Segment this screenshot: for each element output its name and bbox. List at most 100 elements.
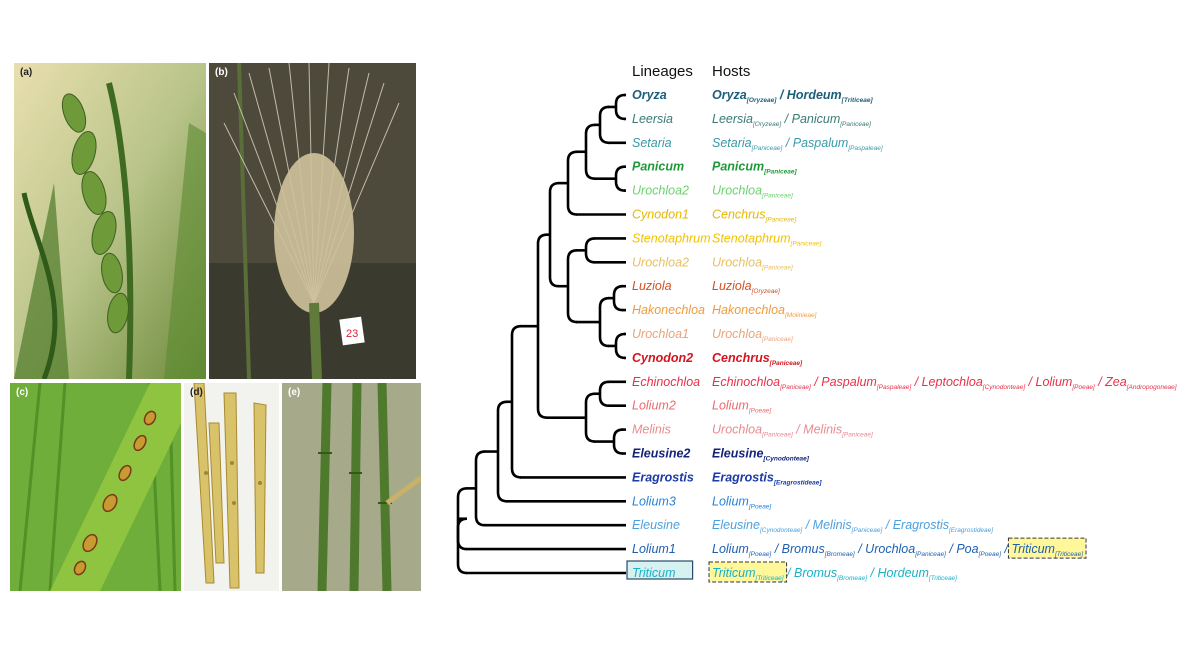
host-separator: /	[911, 375, 921, 389]
host-tribe: [Paniceae]	[765, 217, 797, 224]
host-list: Panicum[Paniceae]	[712, 160, 797, 176]
tree-node-bracket	[566, 249, 578, 324]
host-genus: Luziola	[712, 279, 752, 293]
host-genus: Triticum	[712, 566, 756, 580]
lineage-label: Eragrostis	[632, 470, 694, 484]
tree-row: Setaria Setaria[Paniceae] / Paspalum[Pasp…	[632, 136, 883, 152]
host-separator: /	[1001, 542, 1011, 556]
host-list: Oryza[Oryzeae] / Hordeum[Triticeae]	[712, 88, 873, 104]
tree-node-bracket	[614, 332, 626, 360]
host-tribe: [Cynodonteae]	[762, 456, 809, 463]
host-tribe: [Cynodonteae]	[982, 384, 1025, 391]
photo-panel-a: (a)	[14, 63, 206, 379]
host-genus: Bromus	[794, 566, 837, 580]
tree-node-bracket	[566, 150, 578, 216]
host-highlight-box	[1007, 537, 1087, 559]
lineage-label: Urochloa2	[632, 184, 689, 198]
host-genus: Melinis	[803, 423, 842, 437]
tree-node-bracket	[612, 428, 624, 455]
lineage-label: Setaria	[632, 136, 672, 150]
tree-node-bracket	[584, 237, 596, 264]
host-separator: /	[946, 542, 956, 556]
host-tribe: [Poeae]	[1071, 384, 1095, 391]
tree-node-bracket	[474, 450, 486, 527]
tree-node-bracket	[614, 165, 626, 192]
lineage-label: Leersia	[632, 112, 673, 126]
panel-label-c: (c)	[16, 387, 29, 398]
panel-label-e: (e)	[288, 387, 301, 398]
host-tribe: [Paniceae]	[779, 384, 811, 391]
lineage-label: Stenotaphrum	[632, 231, 711, 245]
host-list: Setaria[Paniceae] / Paspalum[Paspaleae]	[712, 136, 883, 152]
host-genus: Urochloa	[712, 255, 762, 269]
lineage-label: Cynodon1	[632, 208, 689, 222]
photo-panel-c: (c)	[10, 383, 181, 591]
host-tribe: [Poeae]	[748, 408, 772, 415]
host-separator: /	[811, 375, 821, 389]
host-tribe: [Paniceae]	[769, 360, 803, 367]
tree-node-bracket	[584, 123, 596, 180]
tree-branches	[456, 93, 626, 575]
sample-tag-text: 23	[346, 328, 358, 340]
host-tribe: [Paniceae]	[914, 551, 946, 558]
tree-node-bracket	[598, 380, 610, 407]
host-genus: Urochloa	[865, 542, 915, 556]
photo-panel-d: (d)	[184, 383, 279, 591]
host-genus: Urochloa	[712, 423, 762, 437]
host-list: Luziola[Oryzeae]	[712, 279, 780, 295]
host-separator: /	[784, 566, 794, 580]
host-separator: /	[781, 112, 791, 126]
host-genus: Lolium	[712, 399, 749, 413]
tree-row: Leersia Leersia[Oryzeae] / Panicum[Panice…	[632, 112, 871, 128]
host-separator: /	[855, 542, 865, 556]
host-tribe: [Andropogoneae]	[1126, 384, 1177, 391]
tree-node-bracket	[584, 392, 596, 443]
tree-row: Lolium2 Lolium[Poeae]	[632, 399, 771, 415]
lineage-label: Eleusine2	[632, 447, 690, 461]
lineage-label: Lolium2	[632, 399, 676, 413]
host-tribe: [Eragrostideae]	[948, 527, 993, 534]
host-list: Eleusine[Cynodonteae] / Melinis[Paniceae…	[712, 518, 993, 534]
host-tribe: [Paniceae]	[761, 336, 793, 343]
host-tribe: [Paniceae]	[761, 264, 793, 271]
host-genus: Panicum	[792, 112, 841, 126]
host-separator: /	[867, 566, 877, 580]
host-genus: Hordeum	[787, 88, 842, 102]
host-genus: Paspalum	[793, 136, 849, 150]
host-tribe: [Triticeae]	[928, 575, 957, 582]
host-list: Eragrostis[Eragrostideae]	[712, 470, 822, 486]
host-list: Leersia[Oryzeae] / Panicum[Paniceae]	[712, 112, 871, 128]
host-list: Urochloa[Paniceae] / Melinis[Paniceae]	[712, 423, 873, 439]
host-genus: Urochloa	[712, 327, 762, 341]
host-tribe: [Paniceae]	[761, 432, 793, 439]
host-separator: /	[802, 518, 812, 532]
host-list: Hakonechloa[Molinieae]	[712, 303, 817, 319]
host-genus: Cenchrus	[712, 351, 770, 365]
host-genus: Panicum	[712, 160, 764, 174]
host-genus: Eragrostis	[712, 470, 774, 484]
lineages-header: Lineages	[632, 63, 693, 80]
tree-node-bracket	[614, 93, 626, 121]
host-list: Echinochloa[Paniceae] / Paspalum[Paspale…	[712, 375, 1177, 391]
host-tribe: [Paniceae]	[790, 240, 822, 247]
host-genus: Cenchrus	[712, 208, 766, 222]
host-genus: Leptochloa	[922, 375, 983, 389]
host-genus: Zea	[1104, 375, 1127, 389]
tree-node-bracket	[548, 181, 560, 288]
host-tribe: [Oryzeae]	[752, 121, 781, 128]
host-tribe: [Triticeae]	[1054, 551, 1083, 558]
photo-panel-b: 23 (b)	[209, 63, 416, 379]
panel-label-a: (a)	[20, 67, 33, 78]
lineage-label: Melinis	[632, 423, 671, 437]
